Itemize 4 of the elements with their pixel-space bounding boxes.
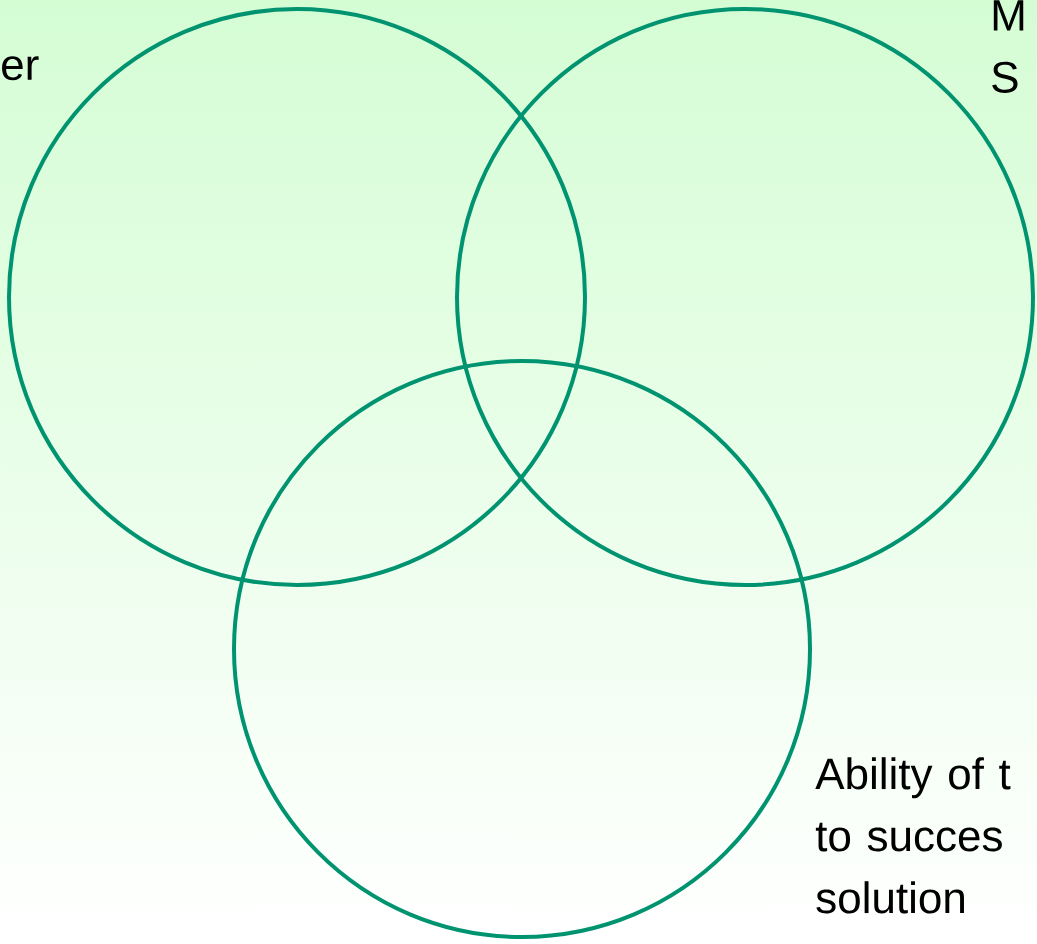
circle-label: Ability of t to succes solution [815, 757, 1011, 914]
circle-label: M S [992, 0, 1024, 93]
venn-circle [232, 359, 812, 939]
circle-label: er [2, 56, 39, 81]
